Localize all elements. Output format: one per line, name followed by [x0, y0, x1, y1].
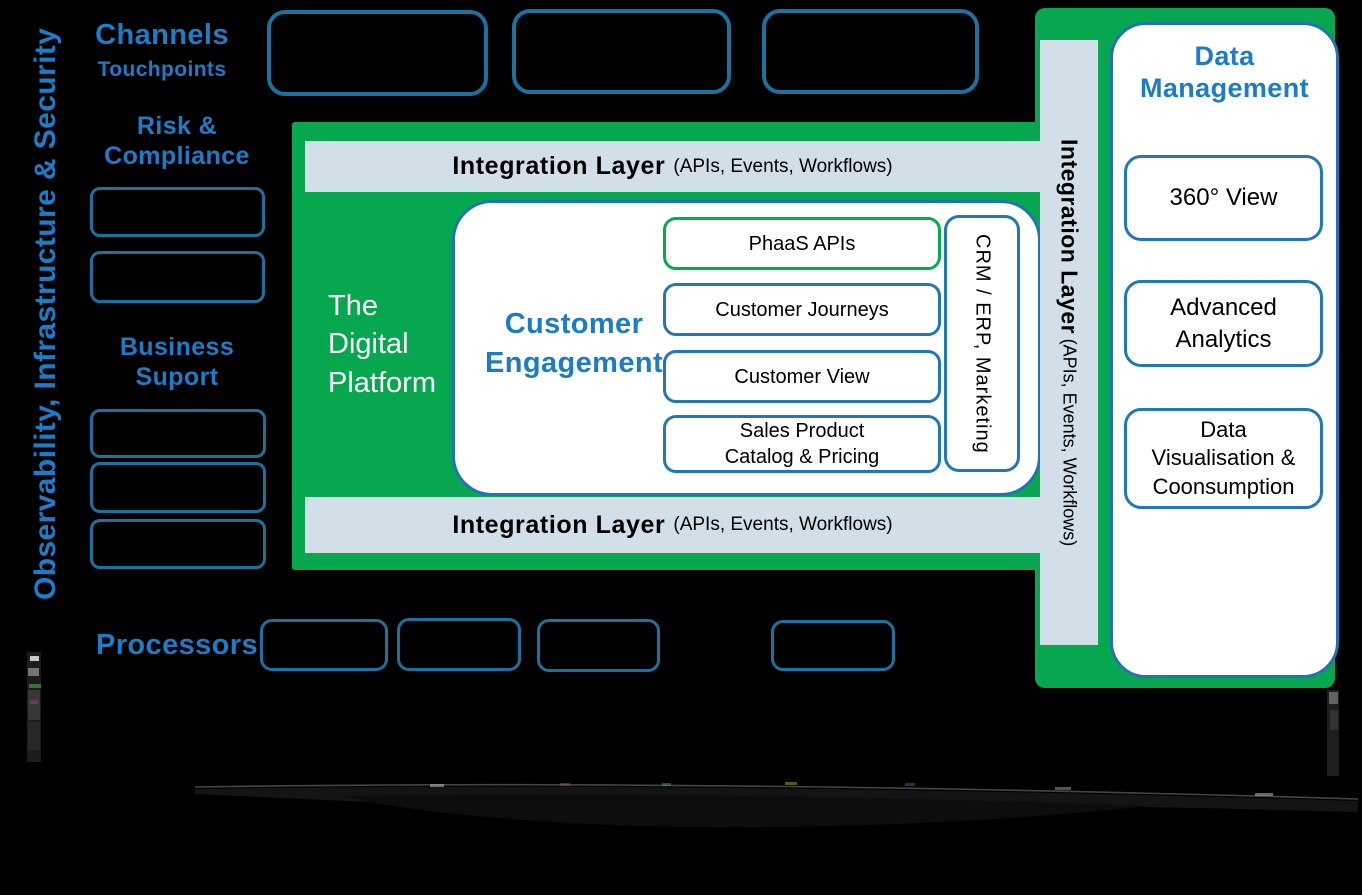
integration-layer-title: Integration Layer [452, 152, 666, 180]
integration-layer-title: Integration Layer [452, 510, 666, 539]
digital-platform-title: The Digital Platform [328, 290, 436, 399]
risk-box [90, 251, 265, 303]
data-visualisation-label: Data Visualisation & Coonsumption [1151, 416, 1296, 499]
integration-layer-bottom-bar: Integration Layer (APIs, Events, Workflo… [305, 497, 1040, 553]
processor-box [537, 619, 660, 672]
processor-box [260, 619, 388, 671]
integration-layer-vertical-bar: Integration Layer (APIs, Events, Workflo… [1040, 40, 1098, 645]
phaas-apis-box: PhaaS APIs [663, 217, 941, 270]
channel-box [762, 9, 979, 94]
business-support-label: Business Suport [119, 333, 235, 391]
customer-journeys-box: Customer Journeys [663, 283, 941, 336]
business-box [90, 409, 266, 458]
integration-layer-detail: (APIs, Events, Workflows) [673, 514, 893, 535]
processors-label: Processors [96, 629, 258, 661]
channel-box [267, 10, 488, 96]
observability-vertical-label: Observability, Infrastructure & Security [29, 27, 62, 600]
data-management-title: Data Management [1113, 41, 1336, 105]
view-360-box: 360° View [1124, 155, 1323, 241]
crm-erp-marketing-box: CRM / ERP, Marketing [944, 215, 1020, 472]
integration-layer-vertical-text: Integration Layer (APIs, Events, Workflo… [1056, 139, 1083, 546]
channels-label: Channels [95, 19, 229, 51]
customer-engagement-panel: Customer Engagement PhaaS APIs Customer … [452, 200, 1041, 496]
data-visualisation-box: Data Visualisation & Coonsumption [1124, 408, 1323, 509]
business-box [90, 519, 266, 569]
integration-layer-detail: (APIs, Events, Workflows) [673, 155, 893, 177]
digital-platform-frame: Integration Layer (APIs, Events, Workflo… [292, 122, 1041, 570]
customer-engagement-title: Customer Engagement [484, 308, 664, 380]
integration-layer-detail: (APIs, Events, Workflows) [1059, 338, 1080, 547]
channel-box [512, 9, 731, 94]
integration-layer-title: Integration Layer [1056, 138, 1083, 334]
data-management-title-text: Data Management [1139, 41, 1310, 103]
processor-box [771, 620, 895, 671]
risk-compliance-label: Risk & Compliance [104, 112, 250, 170]
integration-layer-top-bar: Integration Layer (APIs, Events, Workflo… [305, 141, 1040, 192]
advanced-analytics-label: Advanced Analytics [1170, 294, 1277, 353]
advanced-analytics-box: Advanced Analytics [1124, 280, 1323, 367]
data-management-panel: Data Management 360° View Advanced Analy… [1110, 22, 1339, 678]
crm-erp-marketing-label: CRM / ERP, Marketing [971, 233, 994, 454]
risk-box [90, 187, 265, 237]
touchpoints-label: Touchpoints [97, 58, 227, 82]
sales-product-label: Sales Product Catalog & Pricing [724, 420, 880, 468]
customer-view-box: Customer View [663, 350, 941, 403]
business-box [90, 462, 266, 513]
sales-product-box: Sales Product Catalog & Pricing [663, 415, 941, 473]
processor-box [397, 618, 521, 671]
